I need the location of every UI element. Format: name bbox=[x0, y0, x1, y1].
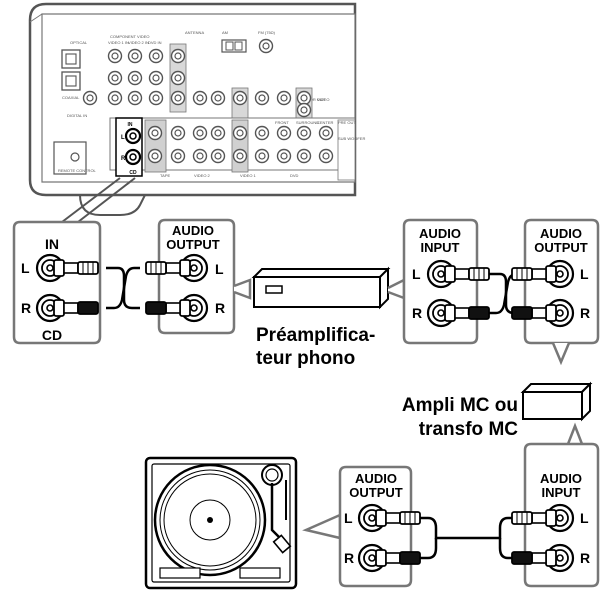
phono-preamp-device bbox=[251, 266, 391, 310]
cd-r-label: R bbox=[121, 156, 126, 162]
cd-in-r: R bbox=[21, 300, 31, 316]
pre-out-label: PRE OUT bbox=[338, 120, 356, 125]
mc-output-title-1: AUDIO bbox=[540, 226, 582, 241]
preamp-output-title-2: OUTPUT bbox=[166, 237, 220, 252]
dvd-in-label: DVD IN bbox=[148, 40, 162, 45]
phono-preamp-label-1: Préamplifica- bbox=[256, 325, 375, 346]
receiver-back-panel: COMPONENT VIDEO ANTENNA AM FM (75Ω) VIDE… bbox=[28, 2, 365, 216]
digital-in-label: DIGITAL IN bbox=[67, 113, 87, 118]
cd-label: CD bbox=[129, 170, 137, 176]
mc-input-title-1: AUDIO bbox=[540, 471, 582, 486]
mc-output-panel: AUDIO OUTPUT L R bbox=[523, 218, 600, 345]
video1-label: VIDEO 1 bbox=[240, 173, 257, 178]
mc-output-title-2: OUTPUT bbox=[534, 240, 588, 255]
preamp-input-r: R bbox=[412, 305, 422, 321]
cd-in-caption: CD bbox=[42, 327, 62, 343]
mc-amp-device bbox=[520, 381, 593, 422]
phono-preamp-label-2: teur phono bbox=[256, 348, 355, 369]
surround-label: SURROUND bbox=[296, 120, 319, 125]
fm-label: FM (75Ω) bbox=[258, 30, 276, 35]
cd-in-panel: IN L R CD bbox=[12, 220, 102, 345]
mc-input-title-2: INPUT bbox=[542, 485, 581, 500]
am-label: AM bbox=[222, 30, 228, 35]
cd-in-title: IN bbox=[45, 236, 59, 252]
mc-input-panel: AUDIO INPUT L R bbox=[523, 442, 600, 588]
subwoofer-label: SUB WOOFER bbox=[338, 136, 365, 141]
cd-in-label: IN bbox=[128, 122, 133, 128]
preamp-input-title-2: INPUT bbox=[421, 240, 460, 255]
mc-amp-label-1: Ampli MC ou bbox=[402, 395, 518, 416]
tape-label: TAPE bbox=[160, 173, 170, 178]
video1-in-label: VIDEO 1 IN bbox=[108, 40, 129, 45]
cable-turntable-mc bbox=[375, 509, 557, 567]
preamp-input-panel: AUDIO INPUT L R bbox=[402, 218, 479, 345]
cable-cd-preamp bbox=[53, 259, 191, 317]
mc-output-r: R bbox=[580, 305, 590, 321]
preamp-input-title-1: AUDIO bbox=[419, 226, 461, 241]
optical-label: OPTICAL bbox=[70, 40, 88, 45]
cd-in-l: L bbox=[21, 260, 30, 276]
video2-in-label: VIDEO 2 IN bbox=[128, 40, 149, 45]
turntable-output-r: R bbox=[344, 550, 354, 566]
cable-preamp-mc bbox=[444, 265, 557, 322]
mc-amp-label-2: transfo MC bbox=[419, 419, 519, 440]
turntable-output-panel: AUDIO OUTPUT L R bbox=[338, 465, 413, 588]
turntable bbox=[144, 456, 298, 590]
turntable-output-l: L bbox=[344, 510, 353, 526]
video-out-label: VIDEO bbox=[317, 97, 329, 102]
front-label: FRONT bbox=[275, 120, 289, 125]
turntable-output-title-2: OUTPUT bbox=[349, 485, 403, 500]
preamp-output-r: R bbox=[215, 300, 225, 316]
mc-output-l: L bbox=[580, 266, 589, 282]
preamp-output-title-1: AUDIO bbox=[172, 223, 214, 238]
preamp-output-l: L bbox=[215, 261, 224, 277]
video2-label: VIDEO 2 bbox=[194, 173, 211, 178]
preamp-output-panel: AUDIO OUTPUT L R bbox=[157, 218, 236, 335]
mc-input-r: R bbox=[580, 550, 590, 566]
component-video-label: COMPONENT VIDEO bbox=[110, 34, 150, 39]
turntable-output-title-1: AUDIO bbox=[355, 471, 397, 486]
preamp-input-l: L bbox=[412, 266, 421, 282]
coaxial-label: COAXIAL bbox=[62, 95, 80, 100]
antenna-label: ANTENNA bbox=[185, 30, 204, 35]
center-label: CENTER bbox=[317, 120, 334, 125]
cd-l-label: L bbox=[121, 135, 125, 141]
remote-control-label: REMOTE CONTROL bbox=[58, 168, 97, 173]
mc-input-l: L bbox=[580, 510, 589, 526]
dvd-label: DVD bbox=[290, 173, 299, 178]
